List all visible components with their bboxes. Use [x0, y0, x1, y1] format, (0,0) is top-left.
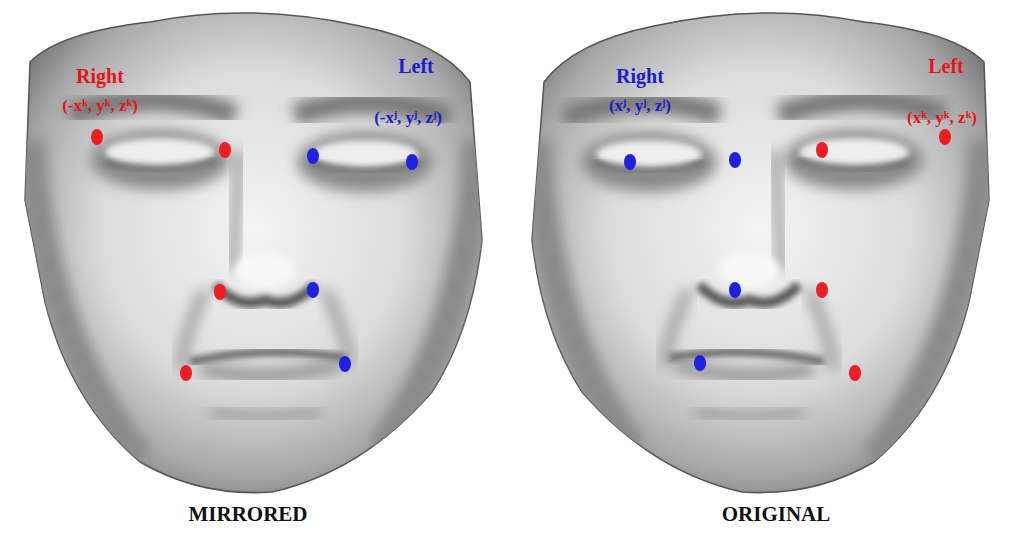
panel-title: ORIGINAL [722, 502, 831, 527]
mirrored-face [25, 13, 482, 493]
coordinate-label: (-xʲ, yʲ, zʲ) [374, 108, 442, 128]
side-label: Left [398, 55, 434, 78]
coordinate-label: (xᵏ, yᵏ, zᵏ) [907, 108, 977, 128]
original-face [532, 13, 989, 493]
landmark-dots [91, 129, 951, 381]
coordinate-label: (-xᵏ, yᵏ, zᵏ) [62, 96, 138, 116]
coordinate-label: (xʲ, yʲ, zʲ) [609, 96, 671, 116]
side-label: Right [616, 65, 664, 88]
side-label: Right [76, 65, 124, 88]
side-label: Left [928, 55, 964, 78]
panel-title: MIRRORED [189, 502, 308, 527]
